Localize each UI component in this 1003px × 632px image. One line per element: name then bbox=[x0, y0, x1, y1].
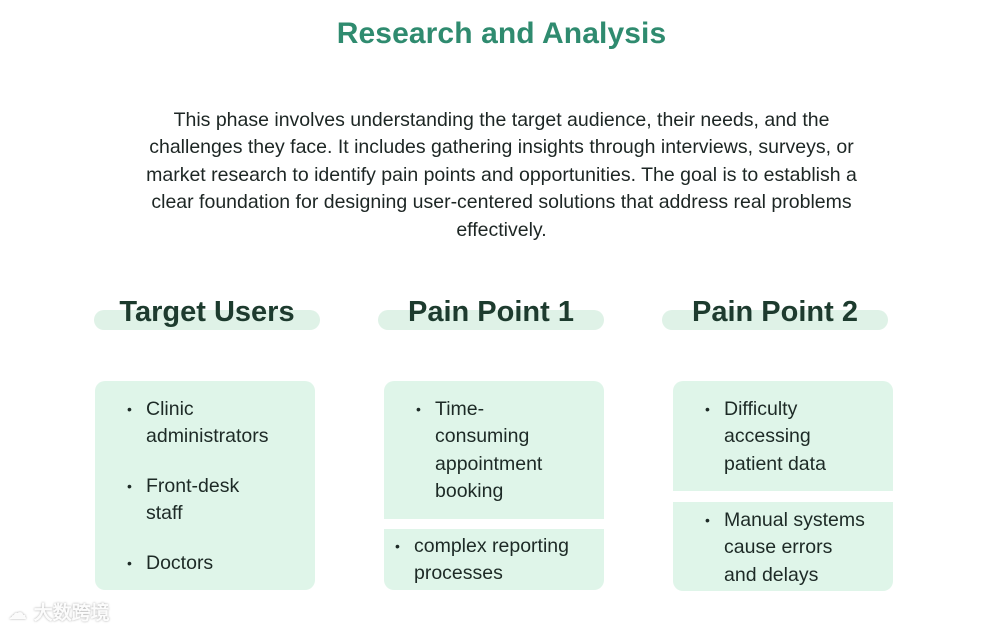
bullet-icon: • bbox=[127, 401, 132, 417]
list-item: • Difficulty accessing patient data bbox=[705, 398, 826, 475]
bullet-icon: • bbox=[705, 512, 710, 528]
card-pain-point-2-a: • Difficulty accessing patient data bbox=[673, 381, 893, 491]
watermark-logo-icon: ☁ bbox=[8, 602, 27, 624]
intro-paragraph: This phase involves understanding the ta… bbox=[110, 107, 893, 244]
intro-line: effectively. bbox=[456, 218, 547, 241]
list-item: • Clinic administrators bbox=[127, 398, 269, 448]
intro-line: This phase involves understanding the ta… bbox=[173, 109, 830, 131]
intro-line: market research to identify pain points … bbox=[146, 163, 857, 186]
heading-highlight bbox=[94, 310, 320, 330]
bullet-icon: • bbox=[705, 401, 710, 417]
watermark: ☁ 大数跨境 bbox=[8, 598, 110, 625]
list-item: • Time- consuming appointment booking bbox=[416, 398, 543, 503]
watermark-text: 大数跨境 bbox=[33, 602, 110, 624]
bullet-icon: • bbox=[416, 401, 421, 417]
card-pain-point-2-b: • Manual systems cause errors and delays bbox=[673, 502, 893, 591]
intro-line: challenges they face. It includes gather… bbox=[149, 136, 854, 159]
bullet-icon: • bbox=[127, 477, 132, 494]
column-heading-target-users: Target Users bbox=[94, 292, 320, 352]
page-title: Research and Analysis bbox=[336, 17, 667, 50]
heading-text: Pain Point 1 bbox=[408, 296, 574, 328]
heading-text: Target Users bbox=[119, 296, 295, 328]
intro-line: clear foundation for designing user-cent… bbox=[151, 191, 852, 214]
bullet-icon: • bbox=[127, 554, 132, 571]
list-item: • Manual systems cause errors and delays bbox=[705, 509, 865, 586]
list-item: • Doctors bbox=[127, 550, 315, 577]
heading-highlight bbox=[662, 310, 888, 330]
card-pain-point-1-b: • complex reporting processes bbox=[384, 529, 604, 590]
card-target-users: • Clinic administrators • Front-desk sta… bbox=[95, 381, 315, 590]
heading-highlight bbox=[378, 310, 604, 330]
column-heading-pain-point-2: Pain Point 2 bbox=[662, 292, 888, 352]
list-item: • complex reporting processes bbox=[395, 535, 569, 585]
list-item: • Front-desk staff bbox=[127, 474, 240, 525]
heading-text: Pain Point 2 bbox=[692, 296, 858, 328]
column-heading-pain-point-1: Pain Point 1 bbox=[378, 292, 604, 352]
bullet-icon: • bbox=[395, 538, 400, 554]
card-pain-point-1-a: • Time- consuming appointment booking bbox=[384, 381, 604, 519]
